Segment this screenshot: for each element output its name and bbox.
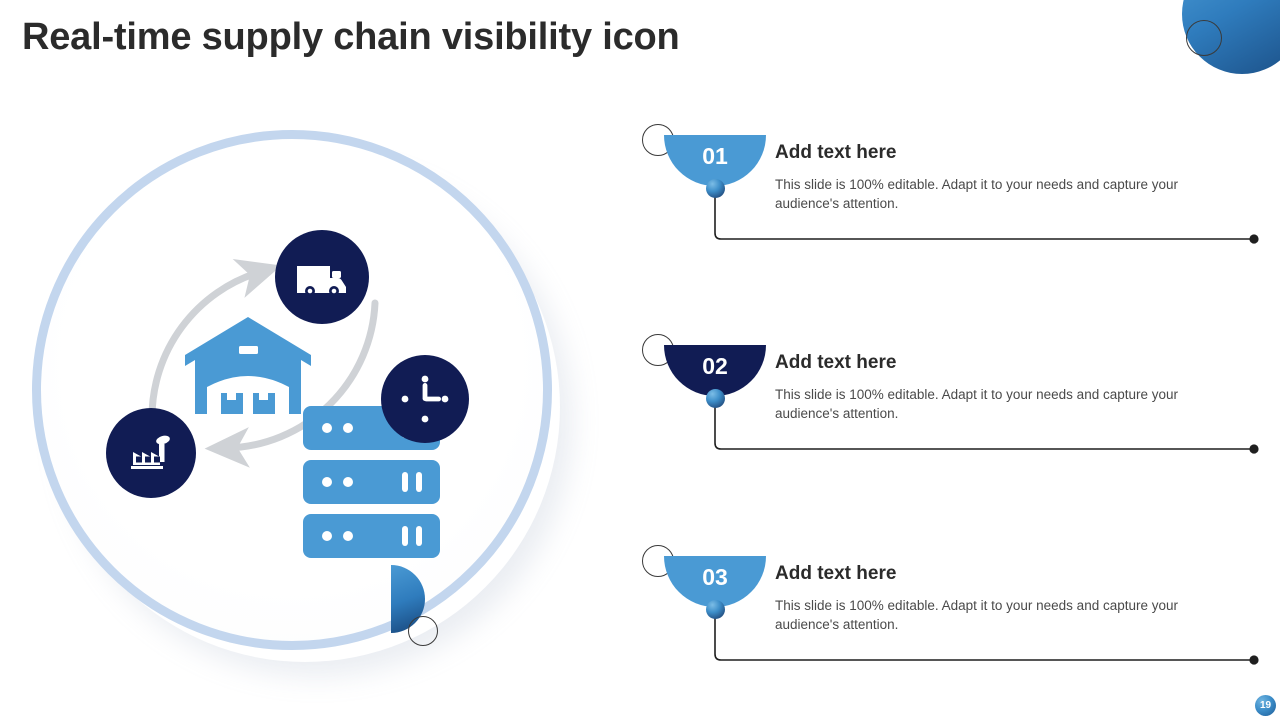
step-number: 03 [702, 564, 728, 590]
item-title: Add text here [775, 352, 897, 373]
step-badge: 01 [640, 122, 780, 212]
item-text-block: Add text here This slide is 100% editabl… [775, 142, 1235, 213]
delivery-truck-icon [275, 230, 369, 324]
item-title: Add text here [775, 142, 897, 163]
page-number-badge: 19 [1255, 695, 1276, 716]
corner-outline-ring-decoration [1186, 20, 1222, 56]
factory-icon [106, 408, 196, 498]
cycle-arrows-group [148, 259, 379, 468]
item-text-block: Add text here This slide is 100% editabl… [775, 563, 1235, 634]
step-badge: 03 [640, 543, 780, 633]
page-title: Real-time supply chain visibility icon [22, 16, 680, 58]
badge-anchor-dot-icon [706, 179, 725, 198]
clock-icon [381, 355, 469, 443]
supply-chain-illustration [20, 118, 580, 663]
step-number: 01 [702, 143, 728, 169]
item-description: This slide is 100% editable. Adapt it to… [775, 387, 1178, 421]
item-description: This slide is 100% editable. Adapt it to… [775, 598, 1178, 632]
half-circle-outline-ring-decoration [408, 616, 438, 646]
item-text-block: Add text here This slide is 100% editabl… [775, 352, 1235, 423]
badge-anchor-dot-icon [706, 600, 725, 619]
step-number: 02 [702, 353, 728, 379]
item-title: Add text here [775, 563, 897, 584]
badge-anchor-dot-icon [706, 389, 725, 408]
item-description: This slide is 100% editable. Adapt it to… [775, 177, 1178, 211]
step-badge: 02 [640, 332, 780, 422]
cycle-arrow-downward [204, 299, 379, 468]
warehouse-icon [183, 313, 313, 418]
cycle-arrow-upward [148, 259, 282, 422]
